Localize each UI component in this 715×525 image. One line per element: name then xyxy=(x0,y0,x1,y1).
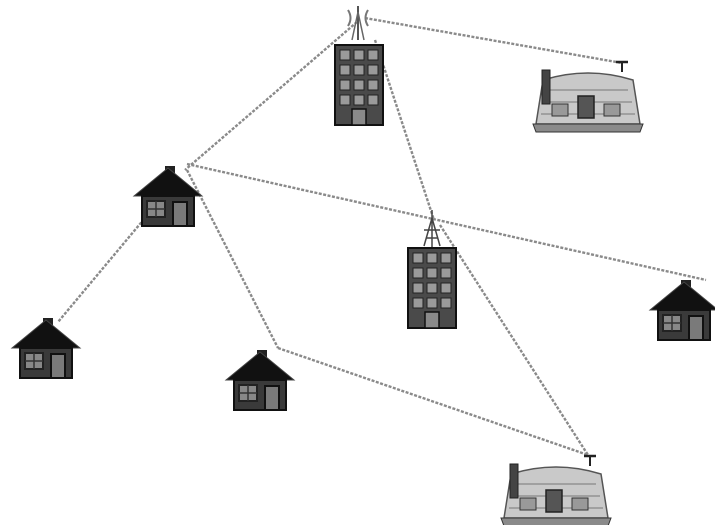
link-house-middle-to-cottage-bottom xyxy=(278,348,588,455)
thatched-cottage-icon xyxy=(533,62,643,132)
house-icon xyxy=(226,350,294,410)
link-apartment-center-to-cottage-bottom xyxy=(440,225,588,455)
house-icon xyxy=(12,318,80,378)
link-house-left-top-to-house-middle xyxy=(187,170,278,348)
apartment-building-antenna-icon xyxy=(408,210,456,328)
apartment-building-icon xyxy=(335,45,383,125)
link-tower-to-cottage-top-right xyxy=(365,18,622,63)
link-tower-to-house-left-top xyxy=(185,22,357,170)
link-house-left-top-to-house-far-left xyxy=(58,212,150,322)
thatched-cottage-icon xyxy=(501,456,611,525)
house-icon xyxy=(134,166,202,226)
house-icon xyxy=(650,280,715,340)
antenna-tower-icon xyxy=(348,6,368,40)
